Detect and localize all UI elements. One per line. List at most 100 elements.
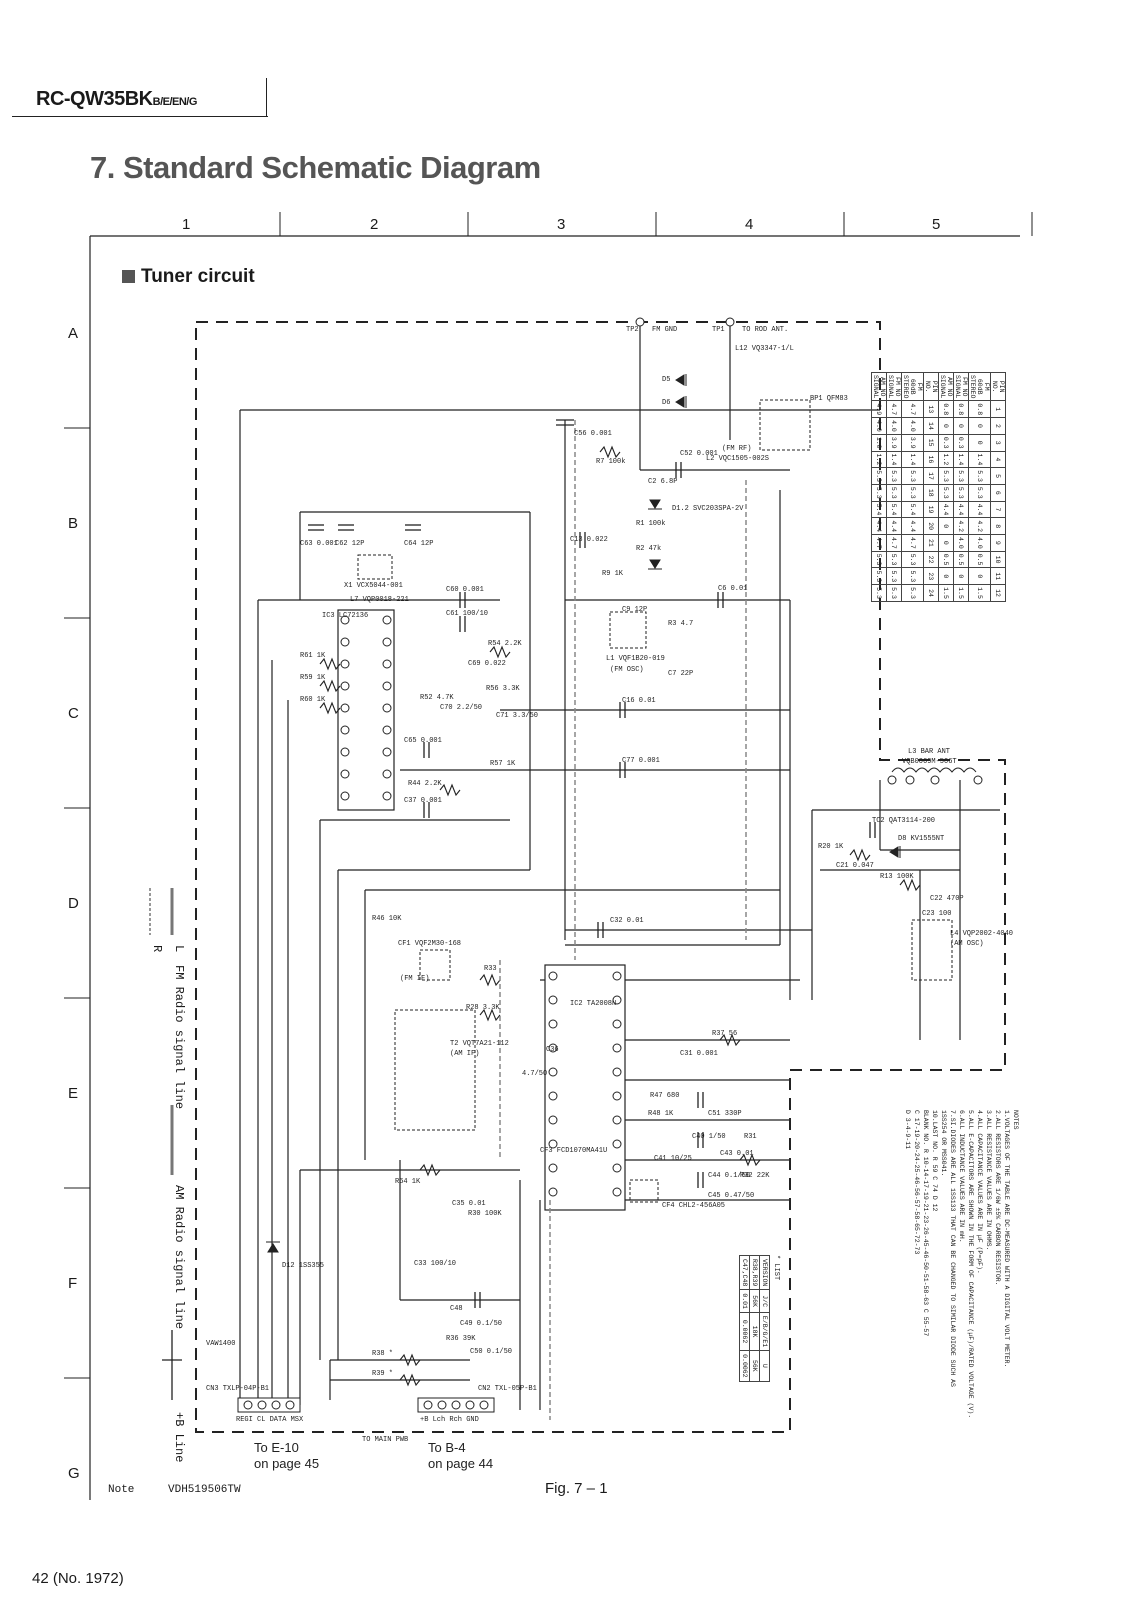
to-b4-page: on page 44 [428, 1456, 494, 1471]
voltage-table-cell: 0 [938, 517, 954, 535]
voltage-table-cell: 5.3 [968, 467, 991, 485]
cf1-label: CF1 VQF2M30-168 [398, 940, 462, 948]
c43-label: C43 0.01 [720, 1150, 754, 1158]
voltage-table-cell: 21 [923, 534, 939, 552]
voltage-table-cell: 0.5 [953, 551, 969, 568]
r32-label: R32 22K [740, 1172, 770, 1180]
voltage-table-cell: 24 [923, 584, 939, 602]
c6-label: C6 0.01 [718, 585, 748, 593]
list-table-cell: 0.0062 [739, 1312, 750, 1351]
vaw-label: VAW1400 [206, 1340, 236, 1348]
voltage-table-cell: 5.3 [871, 567, 887, 585]
r2-label: R2 47k [636, 545, 662, 553]
row-letter: G [68, 1465, 80, 1482]
voltage-table-cell: PIN NO. [923, 372, 939, 401]
voltage-table-cell: 5 [990, 467, 1006, 485]
voltage-table-cell: FM 60dB STEREO [901, 372, 924, 401]
r36-label: R36 39K [446, 1335, 476, 1343]
am-if-label: (AM IF) [450, 1050, 480, 1058]
section-square-icon [122, 270, 135, 283]
note-line: 2.ALL RESISTORS ARE 1/6W ±5% CARBON RESI… [994, 1110, 1001, 1286]
r60-label: R60 1K [300, 696, 326, 704]
voltage-table-cell: 4.7 [901, 400, 924, 418]
voltage-table-cell: 5.3 [886, 551, 902, 568]
ic2-label: IC2 TA2008N [570, 1000, 617, 1008]
c23-label: C23 100 [922, 910, 952, 918]
r64-label: R64 1K [395, 1178, 421, 1186]
voltage-table-cell: 5.3 [886, 484, 902, 502]
voltage-table-cell: 0.5 [938, 551, 954, 568]
voltage-table-cell: FM NO SIGNAL [886, 372, 902, 401]
voltage-table-cell: 4.0 [871, 417, 887, 435]
ic3-label: IC3 LC72136 [322, 612, 369, 620]
voltage-table-cell: 5.3 [871, 584, 887, 602]
fm-gnd-label: FM GND [652, 326, 678, 334]
tp2-label: TP2 [626, 326, 639, 334]
r9-label: R9 1K [602, 570, 624, 578]
voltage-table-cell: 23 [923, 567, 939, 585]
voltage-table-cell: 13 [923, 400, 939, 418]
voltage-table-cell: 5.3 [886, 584, 902, 602]
voltage-table-cell: 0 [953, 417, 969, 435]
c36-label: C36 [546, 1046, 559, 1054]
list-table-cell: C47,C48 [739, 1255, 750, 1290]
c44-label: C44 0.1/50 [708, 1172, 751, 1180]
voltage-table-cell: 0.8 [968, 400, 991, 418]
r30-label: R30 100K [468, 1210, 502, 1218]
c60-label: C60 0.001 [446, 586, 484, 594]
list-table-cell: U [759, 1350, 770, 1382]
voltage-table-cell: 19 [923, 501, 939, 518]
voltage-table-cell: 5.3 [901, 567, 924, 585]
c32-label: C32 0.01 [610, 917, 644, 925]
legend-fm-signal: FM Radio signal line [172, 965, 186, 1110]
voltage-table-cell: 5.3 [886, 567, 902, 585]
voltage-table-cell: 4.4 [901, 517, 924, 535]
cn3-pins-label: REGI CL DATA MSX [236, 1416, 304, 1424]
legend-b-line: +B Line [172, 1412, 186, 1463]
c40-label: C40 1/50 [692, 1133, 726, 1141]
c41-label: C41 10/25 [654, 1155, 692, 1163]
c69-label: C69 0.022 [468, 660, 506, 668]
fm-rf-label: (FM RF) [722, 445, 752, 453]
c13-label: C13 0.022 [570, 536, 608, 544]
legend-am-signal: AM Radio signal line [172, 1185, 186, 1330]
note-line: 7.SI.DIODES ARE ALL 1SS133 THAT CAN BE C… [949, 1110, 956, 1387]
to-e10-page: on page 45 [254, 1456, 320, 1471]
r20-label: R20 1K [818, 843, 844, 851]
voltage-table-cell: 5.4 [871, 501, 887, 518]
voltage-table-cell: 2 [990, 417, 1006, 435]
voltage-table-cell: 5.4 [886, 501, 902, 518]
voltage-table-cell: 1.4 [953, 451, 969, 468]
voltage-table-cell: 18 [923, 484, 939, 502]
r3-label: R3 4.7 [668, 620, 694, 628]
voltage-table-cell: 5.3 [901, 551, 924, 568]
voltage-table-cell: 1.4 [901, 451, 924, 468]
voltage-table-cell: 0 [938, 417, 954, 435]
voltage-table-cell: 5.3 [901, 484, 924, 502]
voltage-table-cell: 1.5 [968, 584, 991, 602]
voltage-table-cell: AM NO SIGNAL [938, 372, 954, 401]
note-line: BLANK NO. R 10-14-17-19-21-23-26-45-46-5… [922, 1110, 929, 1337]
voltage-table-cell: 3.9 [901, 434, 924, 452]
note-line: 6.ALL INDUCTANCE VALUES ARE IN mH. [958, 1110, 965, 1243]
legend-r: R [150, 945, 164, 953]
voltage-table-cell: 5.3 [901, 584, 924, 602]
c62-label: C62 12P [335, 540, 365, 548]
am-osc-label: (AM OSC) [950, 940, 984, 948]
c65-label: C65 0.001 [404, 737, 442, 745]
r56-label: R56 3.3K [486, 685, 520, 693]
column-number: 1 [182, 216, 191, 233]
voltage-table-cell: 16 [923, 451, 939, 468]
ic2-body [544, 964, 626, 1211]
r59-label: R59 1K [300, 674, 326, 682]
to-b4-label: To B-4 [428, 1440, 466, 1455]
l1-label: L1 VQF1B20-019 [606, 655, 665, 663]
voltage-table-cell: 4.4 [968, 501, 991, 518]
r13-label: R13 100K [880, 873, 914, 881]
column-number: 2 [370, 216, 379, 233]
r1-label: R1 100k [636, 520, 666, 528]
